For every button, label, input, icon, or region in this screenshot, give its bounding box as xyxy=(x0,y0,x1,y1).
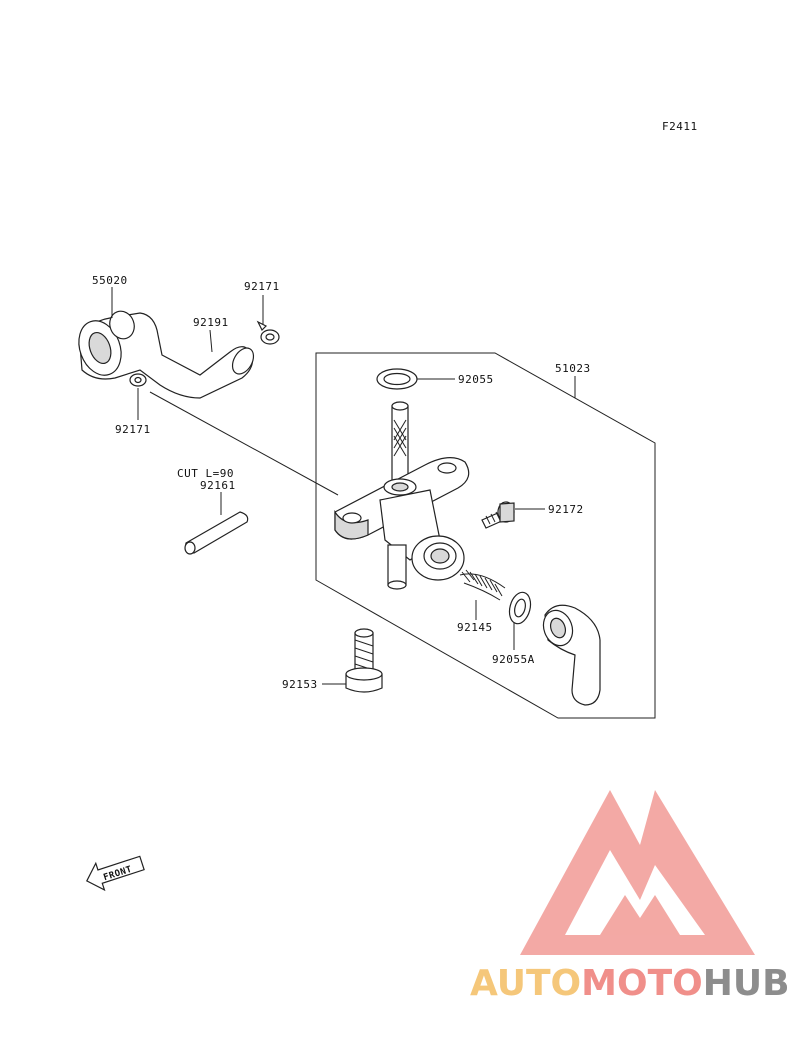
hose-connection-line xyxy=(149,391,339,496)
watermark-text-auto: AUTO xyxy=(470,963,581,1004)
part-label-51023: 51023 xyxy=(555,362,591,375)
fuel-cock-lever[interactable] xyxy=(539,604,601,706)
part-label-92055: 92055 xyxy=(458,373,494,386)
assembly-frame xyxy=(315,352,656,719)
part-label-92191: 92191 xyxy=(193,316,229,329)
screw-92172[interactable] xyxy=(481,501,515,529)
watermark-inner-triangle xyxy=(600,895,680,935)
spring-92145[interactable] xyxy=(459,569,506,601)
part-label-55020: 55020 xyxy=(92,274,128,287)
leader-92191 xyxy=(209,329,213,353)
watermark-text-moto: MOTO xyxy=(581,963,703,1004)
watermark-text-hub: HUB xyxy=(703,963,790,1004)
clip-92171-upper[interactable] xyxy=(256,320,280,345)
pin-92161[interactable] xyxy=(184,511,249,555)
clip-92171-lower[interactable] xyxy=(129,373,147,387)
fuel-cock-body[interactable] xyxy=(334,401,470,590)
fuel-hose-55020[interactable] xyxy=(72,308,258,399)
watermark-text: AUTOMOTOHUB xyxy=(470,963,790,1004)
front-arrow-icon: FRONT xyxy=(85,855,145,892)
o-ring-92055[interactable] xyxy=(376,368,418,390)
watermark-triangle-cutout xyxy=(565,850,705,935)
diagram-code: F2411 xyxy=(662,120,698,133)
part-label-92171-lower: 92171 xyxy=(115,423,151,436)
part-label-92153: 92153 xyxy=(282,678,318,691)
bolt-92153[interactable] xyxy=(345,628,383,693)
part-label-92055A: 92055A xyxy=(492,653,535,666)
part-label-92171-upper: 92171 xyxy=(244,280,280,293)
part-label-92145: 92145 xyxy=(457,621,493,634)
part-label-92172: 92172 xyxy=(548,503,584,516)
part-label-92161: 92161 xyxy=(200,479,236,492)
cut-note: CUT L=90 xyxy=(177,467,234,480)
washer-92055A[interactable] xyxy=(506,590,534,626)
watermark-logo xyxy=(520,790,755,955)
